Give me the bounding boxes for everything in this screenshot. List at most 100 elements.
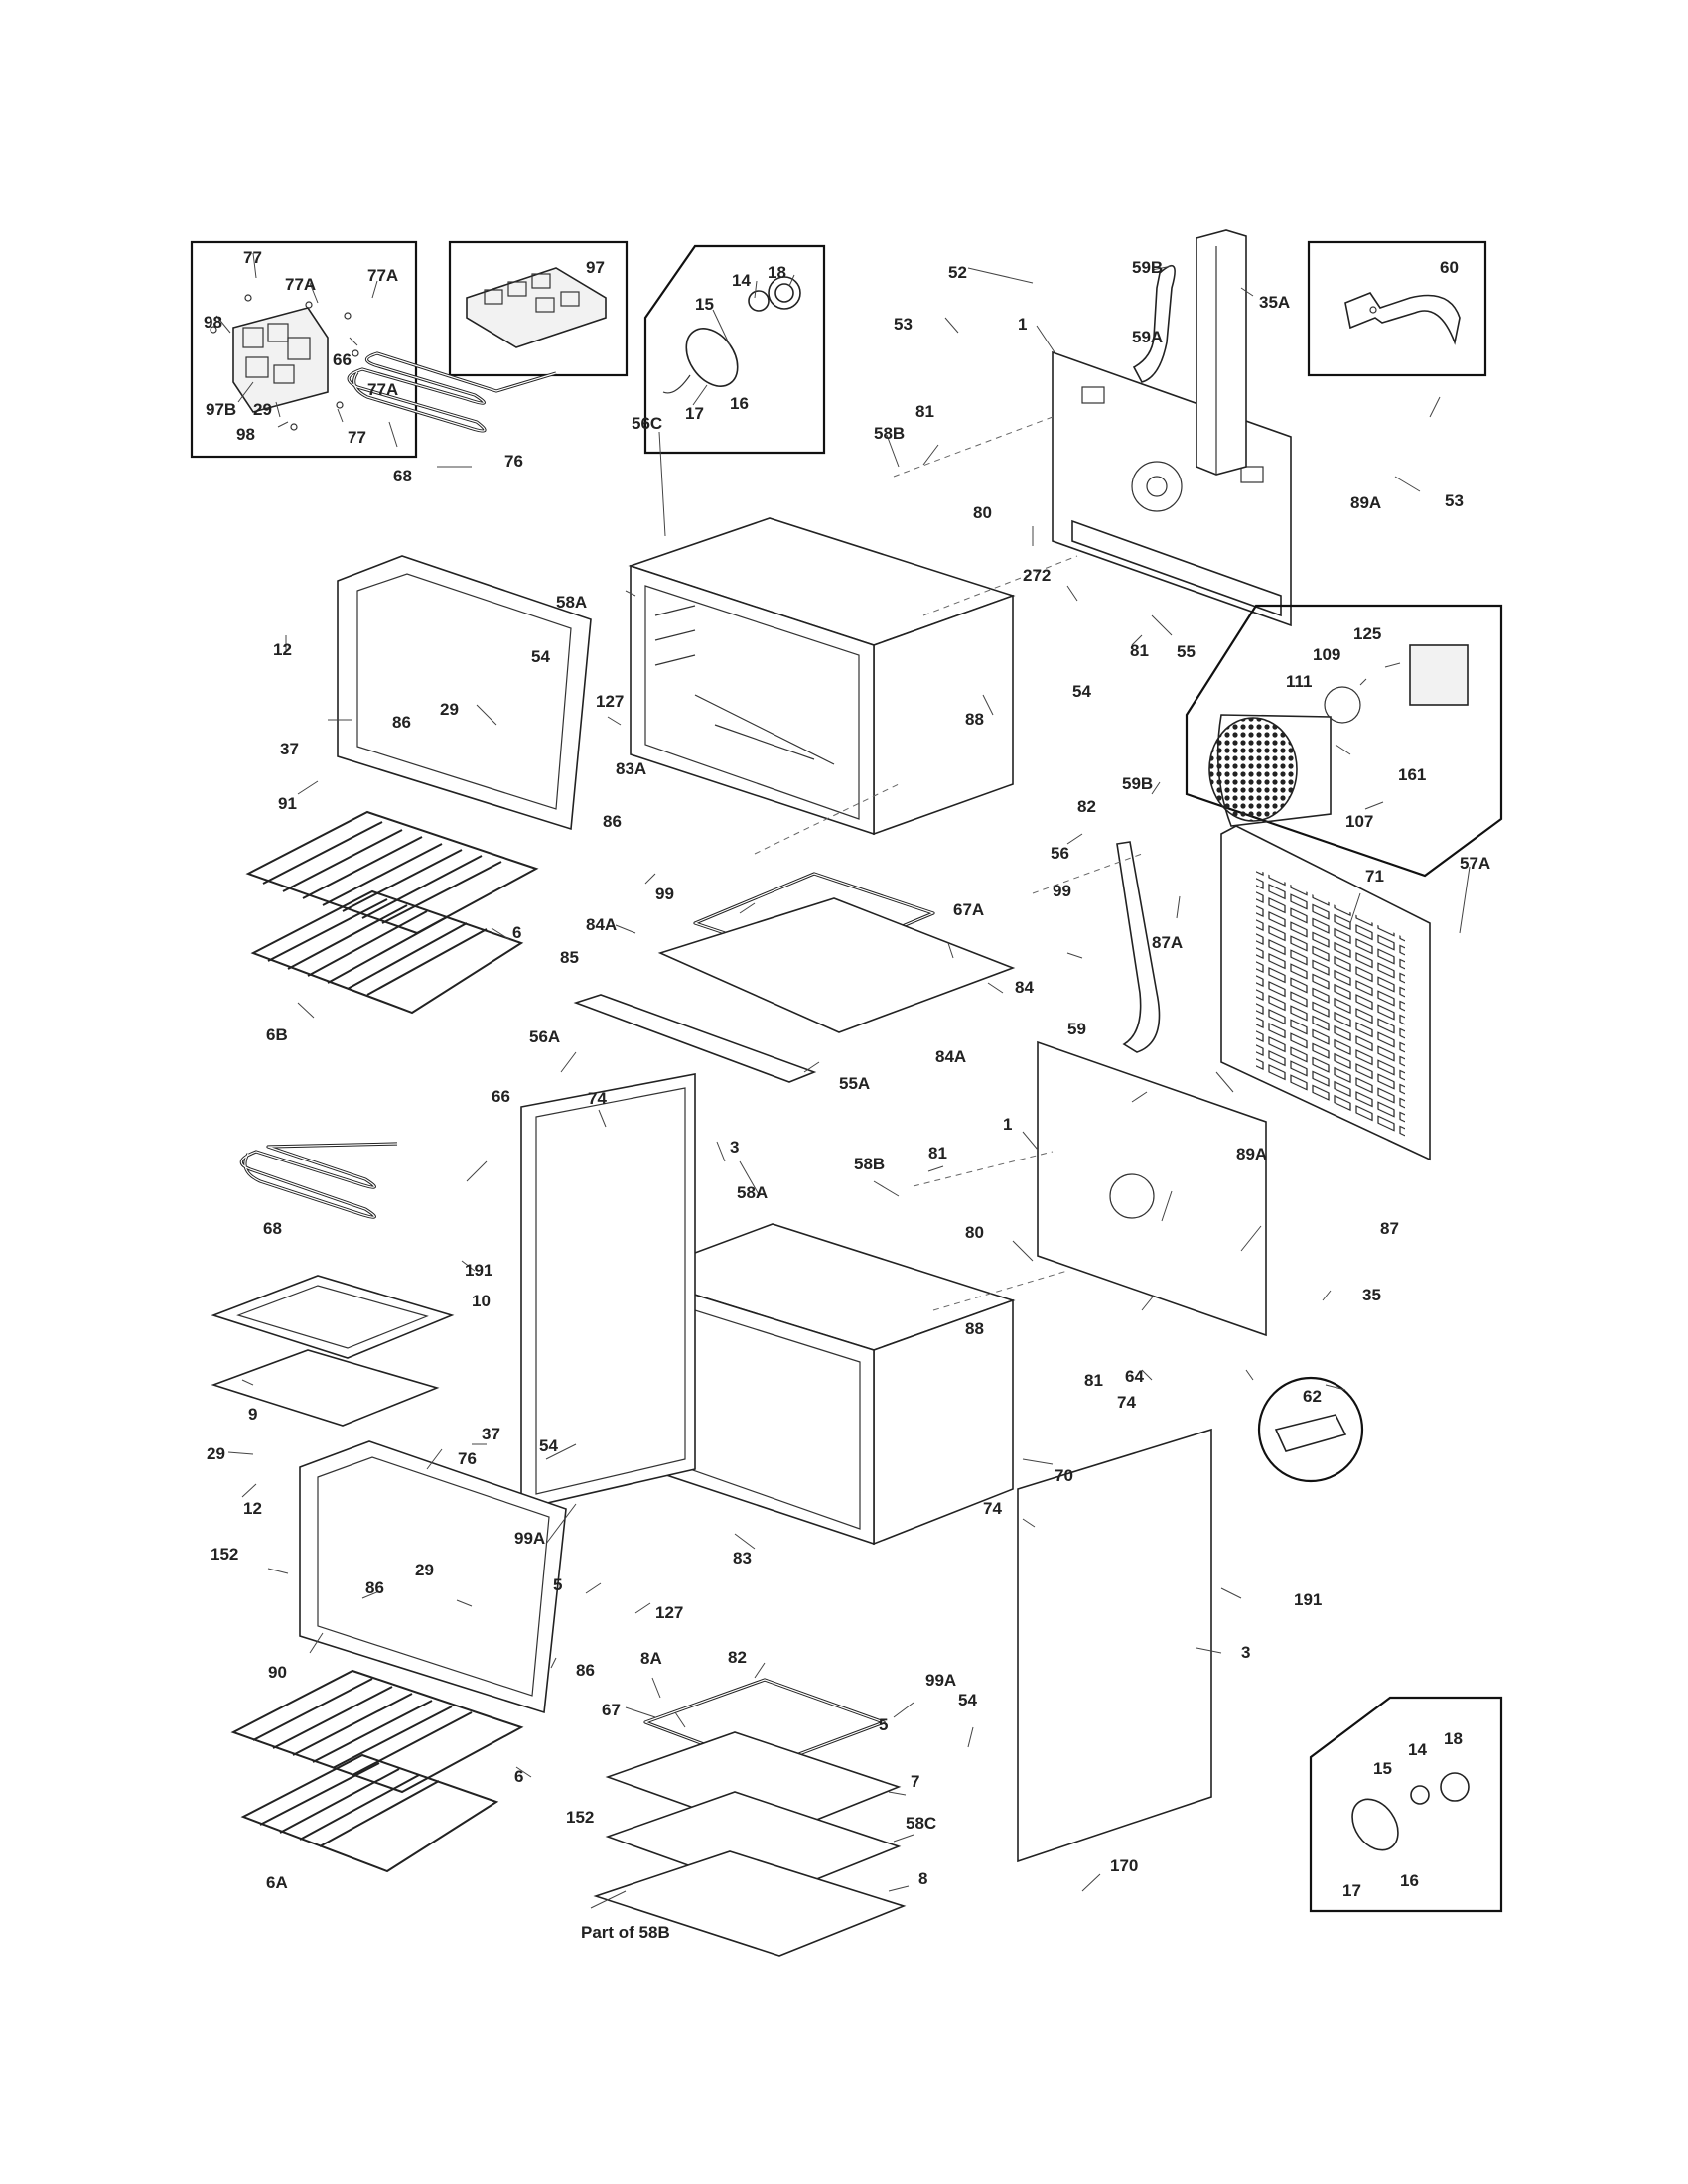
label-8a: 8A: [640, 1649, 662, 1668]
label-84: 84: [1015, 978, 1034, 997]
label-99: 99: [655, 885, 674, 903]
label-15: 15: [1373, 1759, 1392, 1778]
label-57a: 57A: [1460, 854, 1490, 873]
broiler-pan-10: [211, 1275, 455, 1359]
label-83a: 83A: [616, 759, 646, 778]
label-90: 90: [268, 1663, 287, 1682]
label-29: 29: [253, 400, 272, 419]
control-board-inset: [190, 240, 418, 459]
label-74: 74: [588, 1089, 607, 1108]
label-60: 60: [1440, 258, 1459, 277]
label-86: 86: [392, 713, 411, 732]
label-37: 37: [482, 1425, 500, 1443]
label-54: 54: [958, 1691, 977, 1709]
label-59b: 59B: [1132, 258, 1163, 277]
label-82: 82: [728, 1648, 747, 1667]
label-99: 99: [1053, 882, 1071, 900]
label-67a: 67A: [953, 900, 984, 919]
label-107: 107: [1345, 812, 1373, 831]
label-6: 6: [512, 923, 521, 942]
label-68: 68: [393, 467, 412, 485]
label-35: 35: [1362, 1286, 1381, 1304]
label-35a: 35A: [1259, 293, 1290, 312]
label-71: 71: [1365, 867, 1384, 886]
label-125: 125: [1353, 624, 1381, 643]
label-161: 161: [1398, 765, 1426, 784]
upper-rack-6b: [250, 889, 524, 1015]
label-77a: 77A: [367, 266, 398, 285]
label-15: 15: [695, 295, 714, 314]
broiler-pan-9: [211, 1349, 440, 1427]
upper-rack-6: [245, 810, 539, 935]
label-87: 87: [1380, 1219, 1399, 1238]
light-assembly-inset-bottom: [1309, 1696, 1503, 1913]
label-37: 37: [280, 740, 299, 758]
label-29: 29: [207, 1444, 225, 1463]
label-84a: 84A: [586, 915, 617, 934]
fan-inset: [1185, 604, 1503, 878]
label-59: 59: [1067, 1020, 1086, 1038]
label-77a: 77A: [367, 380, 398, 399]
label-152: 152: [566, 1808, 594, 1827]
label-6a: 6A: [266, 1873, 288, 1892]
label-66: 66: [333, 350, 352, 369]
label-3: 3: [1241, 1643, 1250, 1662]
label-152: 152: [211, 1545, 238, 1564]
label-77a: 77A: [285, 275, 316, 294]
label-56c: 56C: [632, 414, 662, 433]
label-58a: 58A: [737, 1183, 768, 1202]
label-67: 67: [602, 1701, 621, 1719]
label-64: 64: [1125, 1367, 1144, 1386]
duct-35a: [1196, 229, 1247, 476]
label-55a: 55A: [839, 1074, 870, 1093]
upper-element-66: [347, 351, 557, 433]
part-labels: 77 77A 77A 98 77A 97B 98 77 97 18 14 15 …: [204, 248, 1490, 1942]
label-97: 97: [586, 258, 605, 277]
label-170: 170: [1110, 1856, 1138, 1875]
label-5: 5: [879, 1715, 888, 1734]
label-191: 191: [1294, 1590, 1322, 1609]
label-58c: 58C: [906, 1814, 936, 1833]
label-74: 74: [983, 1499, 1002, 1518]
lower-door-76: [299, 1440, 567, 1714]
label-52: 52: [948, 263, 967, 282]
label-99a: 99A: [925, 1671, 956, 1690]
label-9: 9: [248, 1405, 257, 1424]
label-81: 81: [915, 402, 934, 421]
lower-rack-6a: [240, 1753, 499, 1873]
label-55: 55: [1177, 642, 1196, 661]
lower-element-66: [239, 1142, 398, 1219]
label-58b: 58B: [854, 1155, 885, 1173]
label-70: 70: [1055, 1466, 1073, 1485]
label-3: 3: [730, 1138, 739, 1157]
label-111: 111: [1286, 672, 1313, 691]
label-82: 82: [1077, 797, 1096, 816]
label-14: 14: [732, 271, 751, 290]
label-98: 98: [236, 425, 255, 444]
label-89a: 89A: [1236, 1145, 1267, 1163]
label-56: 56: [1051, 844, 1069, 863]
label-16: 16: [1400, 1871, 1419, 1890]
label-81: 81: [1130, 641, 1149, 660]
label-80: 80: [973, 503, 992, 522]
label-8: 8: [918, 1869, 927, 1888]
bracket-inset: [1307, 240, 1487, 377]
label-18: 18: [768, 263, 786, 282]
label-66: 66: [492, 1087, 510, 1106]
label-81: 81: [1084, 1371, 1103, 1390]
label-59b: 59B: [1122, 774, 1153, 793]
label-109: 109: [1313, 645, 1340, 664]
label-12: 12: [273, 640, 292, 659]
label-14: 14: [1408, 1740, 1427, 1759]
label-53: 53: [1445, 491, 1464, 510]
label-1: 1: [1003, 1115, 1012, 1134]
label-84a: 84A: [935, 1047, 966, 1066]
label-29: 29: [415, 1561, 434, 1579]
label-83: 83: [733, 1549, 752, 1568]
label-68: 68: [263, 1219, 282, 1238]
label-58b: 58B: [874, 424, 905, 443]
lower-side-panel-left-3: [520, 1073, 696, 1511]
label-272: 272: [1023, 566, 1051, 585]
label-127: 127: [596, 692, 624, 711]
label-16: 16: [730, 394, 749, 413]
